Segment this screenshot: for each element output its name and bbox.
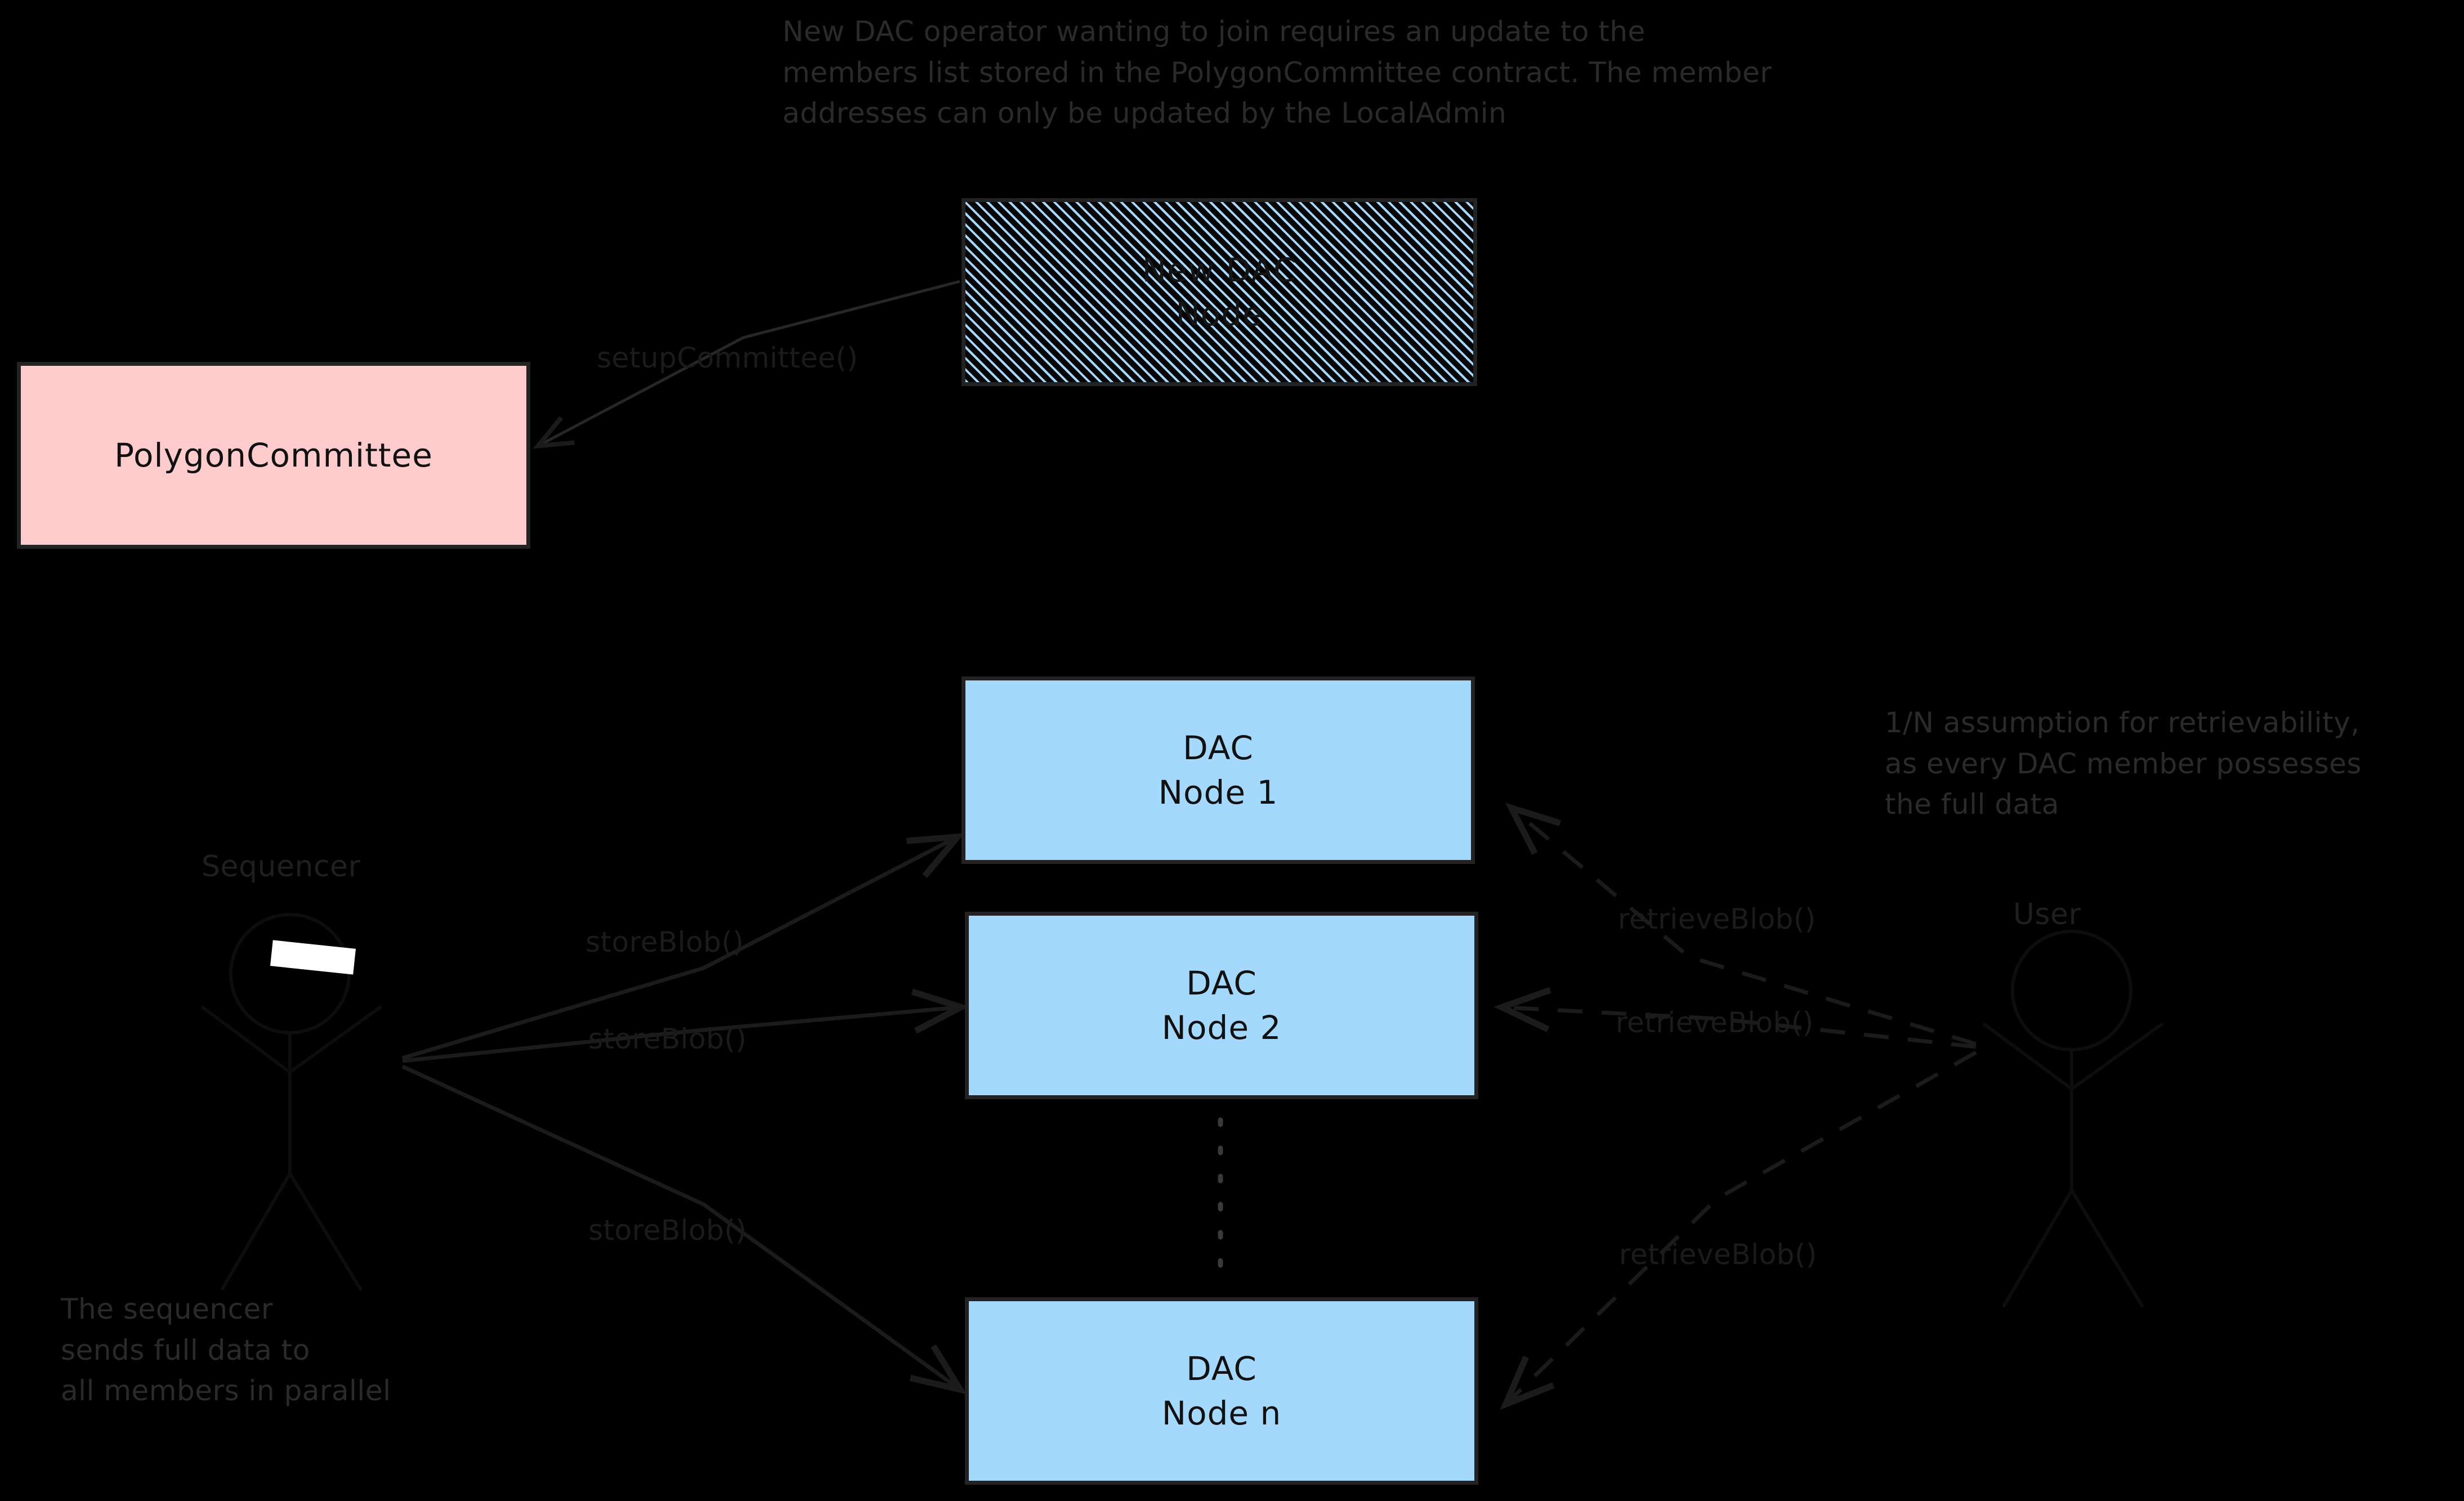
edge-store-blob-n — [401, 1064, 967, 1395]
node-dac-node-1-line2: Node 1 — [1158, 773, 1278, 812]
node-dac-node-2[interactable]: DAC Node 2 — [965, 912, 1478, 1099]
edge-label-setup-committee: setupCommittee() — [597, 342, 858, 374]
edge-setup-committee — [533, 280, 960, 449]
edge-label-retrieve-blob-1: retrieveBlob() — [1618, 903, 1816, 935]
edge-store-blob-1 — [401, 833, 965, 1060]
user-label: User — [2013, 898, 2081, 931]
edge-store-blob-2 — [402, 988, 969, 1063]
node-dac-node-1[interactable]: DAC Node 1 — [962, 676, 1475, 864]
edge-retrieve-blob-n — [1500, 1050, 1977, 1410]
node-dac-node-1-line1: DAC — [1183, 729, 1254, 768]
edge-label-store-blob-2: storeBlob() — [588, 1023, 747, 1055]
sequencer-label: Sequencer — [202, 850, 361, 884]
edge-retrieve-blob-2 — [1493, 987, 1976, 1049]
node-dac-node-n-line1: DAC — [1186, 1350, 1257, 1388]
edge-label-retrieve-blob-2: retrieveBlob() — [1616, 1006, 1814, 1039]
user-figure — [1983, 930, 2163, 1307]
node-dac-node-n-line2: Node n — [1161, 1394, 1282, 1432]
edge-label-store-blob-n: storeBlob() — [588, 1214, 747, 1247]
right-annotation: 1/N assumption for retrievability, as ev… — [1885, 706, 2362, 821]
bottom-left-annotation: The sequencer sends full data to all mem… — [61, 1293, 391, 1407]
node-new-dac-node-line2: Node — [1175, 295, 1263, 333]
node-new-dac-node-line1: New DAC — [1142, 250, 1297, 289]
node-polygon-committee[interactable]: PolygonCommittee — [17, 362, 530, 549]
edge-retrieve-blob-1 — [1505, 803, 1977, 1046]
node-polygon-committee-label: PolygonCommittee — [114, 436, 433, 474]
top-annotation: New DAC operator wanting to join require… — [782, 15, 1772, 129]
edge-label-retrieve-blob-n: retrieveBlob() — [1619, 1238, 1817, 1271]
node-dac-node-2-line2: Node 2 — [1161, 1008, 1282, 1047]
node-dac-node-n[interactable]: DAC Node n — [965, 1297, 1478, 1485]
edge-label-store-blob-1: storeBlob() — [585, 926, 744, 958]
node-new-dac-node[interactable]: New DAC Node — [962, 198, 1477, 386]
node-dac-node-2-line1: DAC — [1186, 964, 1257, 1003]
